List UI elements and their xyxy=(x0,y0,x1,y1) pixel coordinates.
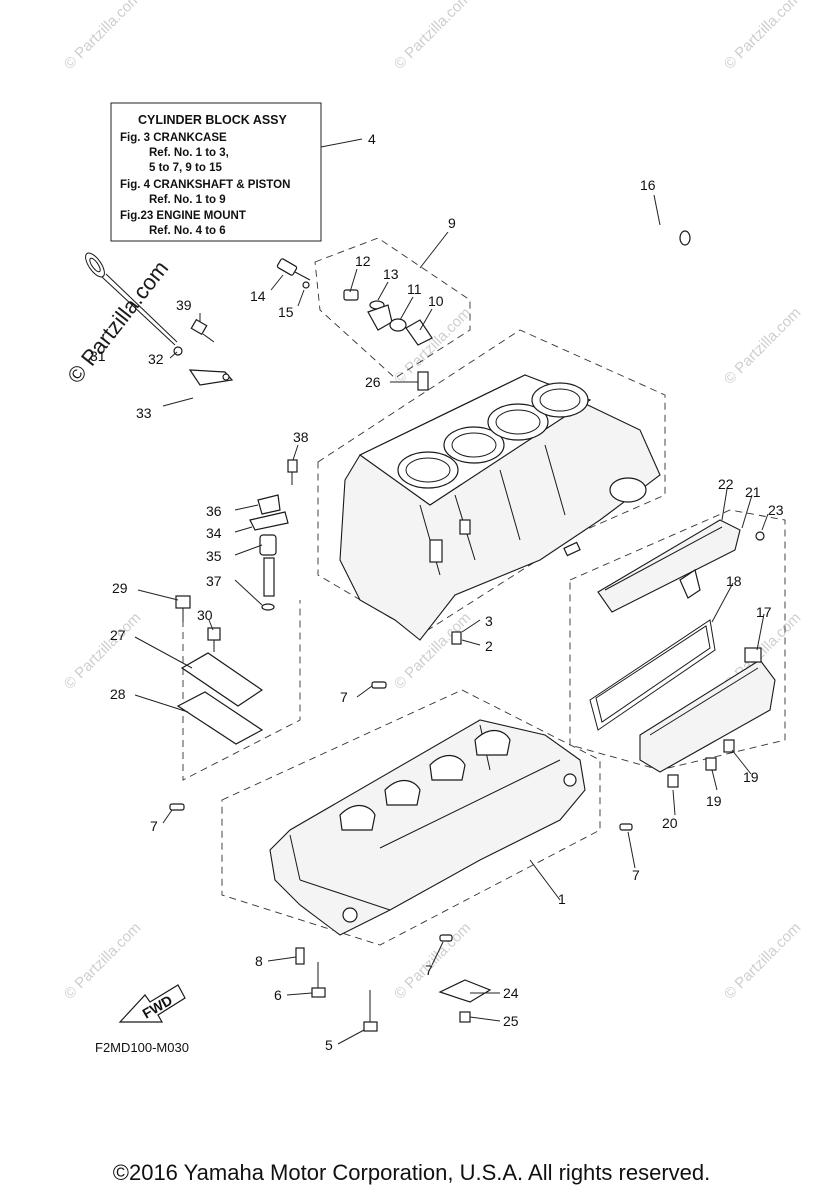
callout: 32 xyxy=(148,351,164,367)
watermark: © Partzilla.com xyxy=(391,0,474,73)
callout: 30 xyxy=(197,607,213,623)
callout: 23 xyxy=(768,502,784,518)
callout: 31 xyxy=(90,348,106,364)
callout: 7 xyxy=(425,962,433,978)
watermark: © Partzilla.com xyxy=(391,304,474,387)
callout: 17 xyxy=(756,604,772,620)
callout: 11 xyxy=(407,281,422,297)
callout: 27 xyxy=(110,627,126,643)
forward-arrow-icon: FWD xyxy=(118,984,186,1023)
oil-fitting-parts xyxy=(276,258,433,346)
callout: 39 xyxy=(176,297,192,313)
info-line: Fig. 3 CRANKCASE xyxy=(120,132,227,144)
callout: 19 xyxy=(743,769,759,785)
callout: 13 xyxy=(383,266,399,282)
info-line: Ref. No. 4 to 6 xyxy=(149,225,226,237)
callout: 26 xyxy=(365,374,381,390)
bolt-39 xyxy=(190,318,215,343)
copyright-notice: ©2016 Yamaha Motor Corporation, U.S.A. A… xyxy=(112,1160,711,1185)
watermark: © Partzilla.com xyxy=(61,0,144,73)
info-line: Ref. No. 1 to 3, xyxy=(149,147,229,159)
callout: 7 xyxy=(632,867,640,883)
callout: 36 xyxy=(206,503,222,519)
watermark: © Partzilla.com xyxy=(721,919,804,1002)
tube-clamp-parts xyxy=(249,459,298,611)
cover-bolts xyxy=(667,739,735,788)
callout: 19 xyxy=(706,793,722,809)
cylinder-block xyxy=(339,374,661,641)
callout: 14 xyxy=(250,288,266,304)
callout-labels: 4 9 16 12 13 11 10 14 15 26 39 31 32 33 … xyxy=(90,131,784,1053)
oil-dipstick xyxy=(85,252,183,356)
crankcase xyxy=(269,719,586,936)
callout: 7 xyxy=(340,689,348,705)
dowel-2 xyxy=(451,631,462,645)
info-line: Fig. 4 CRANKSHAFT & PISTON xyxy=(120,179,290,191)
group-outlines xyxy=(182,237,786,946)
leader-lines xyxy=(134,138,769,1045)
callout: 38 xyxy=(293,429,309,445)
side-cover xyxy=(639,647,776,773)
callout: 35 xyxy=(206,548,222,564)
callout: 6 xyxy=(274,987,282,1003)
callout: 10 xyxy=(428,293,444,309)
callout: 34 xyxy=(206,525,222,541)
callout: 28 xyxy=(110,686,126,702)
callout: 5 xyxy=(325,1037,333,1053)
info-line: Ref. No. 1 to 9 xyxy=(149,194,226,206)
callout: 25 xyxy=(503,1013,519,1029)
breather-hose xyxy=(623,224,691,341)
callout: 20 xyxy=(662,815,678,831)
callout: 29 xyxy=(112,580,128,596)
cover-plates xyxy=(175,595,264,745)
info-box-title: CYLINDER BLOCK ASSY xyxy=(138,113,288,127)
watermark: © Partzilla.com xyxy=(61,919,144,1002)
dowel-26 xyxy=(417,371,429,391)
diagram-code: F2MD100-M030 xyxy=(95,1040,189,1055)
info-line: Fig.23 ENGINE MOUNT xyxy=(120,210,246,222)
callout: 7 xyxy=(150,818,158,834)
info-line: 5 to 7, 9 to 15 xyxy=(149,162,222,174)
watermark: © Partzilla.com xyxy=(721,0,804,73)
info-box: CYLINDER BLOCK ASSY Fig. 3 CRANKCASE Ref… xyxy=(110,102,322,242)
callout: 15 xyxy=(278,304,294,320)
callout: 8 xyxy=(255,953,263,969)
callout: 24 xyxy=(503,985,519,1001)
callout: 22 xyxy=(718,476,734,492)
watermark: © Partzilla.com xyxy=(721,304,804,387)
cover-gasket xyxy=(589,619,716,731)
watermark: © Partzilla.com xyxy=(61,609,144,692)
exhaust-cover xyxy=(597,519,765,613)
callout: 16 xyxy=(640,177,656,193)
callout: 3 xyxy=(485,613,493,629)
callout: 18 xyxy=(726,573,742,589)
oil-level-tube xyxy=(185,359,269,501)
callout: 37 xyxy=(206,573,222,589)
callout: 12 xyxy=(355,253,371,269)
bracket xyxy=(438,979,492,1023)
dowel-pins xyxy=(169,681,633,942)
callout: 2 xyxy=(485,638,493,654)
callout: 4 xyxy=(368,131,376,147)
callout: 33 xyxy=(136,405,152,421)
callout: 9 xyxy=(448,215,456,231)
callout: 1 xyxy=(558,891,566,907)
callout: 21 xyxy=(745,484,761,500)
crankcase-bolts xyxy=(295,947,378,1032)
